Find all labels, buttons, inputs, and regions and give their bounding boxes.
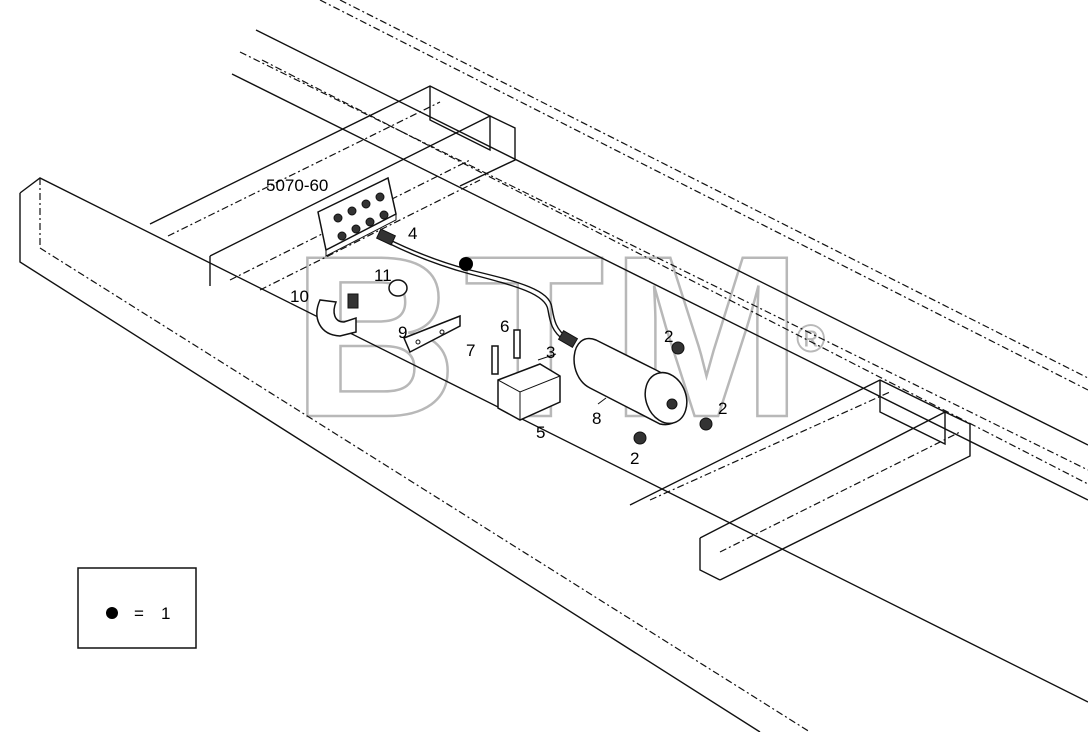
parts xyxy=(316,176,713,445)
legend-equals: = xyxy=(134,604,144,623)
clamp xyxy=(316,299,357,337)
bolt-6 xyxy=(513,329,521,359)
harness-key-dot xyxy=(459,257,473,271)
legend-box: = 1 xyxy=(77,567,197,649)
tank-bracket xyxy=(497,363,561,421)
callout-10: 10 xyxy=(290,287,309,306)
watermark-text: BTM xyxy=(292,208,808,465)
callout-5: 5 xyxy=(536,423,545,442)
fitting-bottom xyxy=(633,431,647,445)
chassis-frame xyxy=(19,0,1088,732)
watermark-registered-mark: ® xyxy=(796,317,825,361)
callout-2-top: 2 xyxy=(664,327,673,346)
air-tank xyxy=(573,337,688,426)
callout-8: 8 xyxy=(592,409,601,428)
callout-3: 3 xyxy=(546,343,555,362)
fitting-top xyxy=(671,341,685,355)
callout-4: 4 xyxy=(408,224,417,243)
fitting-right xyxy=(699,417,713,431)
callout-2-right: 2 xyxy=(718,399,727,418)
watermark: BTM ® xyxy=(291,207,826,467)
legend-dot-symbol xyxy=(106,607,118,619)
legend-value: 1 xyxy=(161,604,170,623)
callout-9: 9 xyxy=(398,323,407,342)
bolt-7 xyxy=(491,345,499,375)
fuse-relay-panel xyxy=(317,176,397,257)
callout-6: 6 xyxy=(500,317,509,336)
mounting-strip xyxy=(403,314,461,354)
leader-lines xyxy=(537,353,607,405)
callout-labels: 5070-60 4 11 10 9 6 7 3 5 8 2 2 2 xyxy=(266,176,727,468)
cable-harness xyxy=(375,228,579,349)
grommet xyxy=(388,279,408,297)
reference-label: 5070-60 xyxy=(266,176,328,195)
callout-2-bottom: 2 xyxy=(630,449,639,468)
callout-7: 7 xyxy=(466,341,475,360)
callout-11: 11 xyxy=(374,266,392,285)
